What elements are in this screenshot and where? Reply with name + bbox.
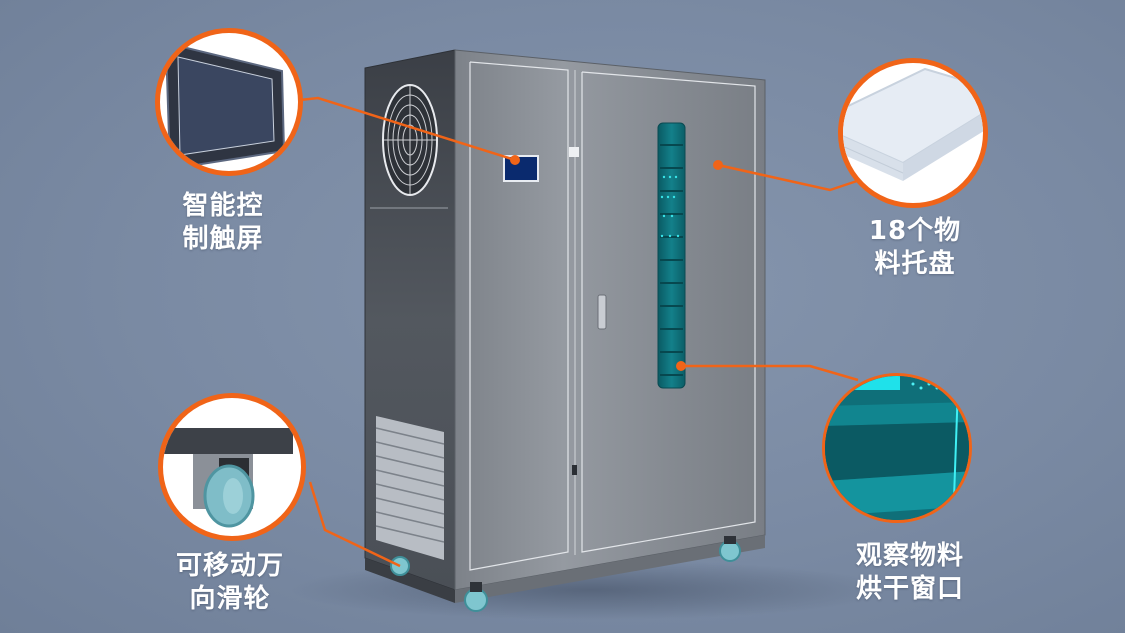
touch-screen-callout-circle [155,28,303,176]
label-line: 料托盘 [874,249,956,279]
touch-screen-icon [164,41,286,171]
label-line: 观察物料 [855,541,964,571]
casters-callout-circle [158,393,306,541]
window-label: 观察物料 烘干窗口 [840,540,980,606]
casters-label: 可移动万 向滑轮 [160,550,300,616]
tray-icon [843,67,983,181]
trays-callout-circle [838,58,988,208]
label-line: 可移动万 [175,551,284,581]
caster-wheel [390,536,741,612]
label-line: 18个物 [868,216,962,246]
label-line: 烘干窗口 [855,574,964,604]
touch-screen-label: 智能控 制触屏 [168,190,278,256]
label-line: 制触屏 [182,224,264,254]
window-detail-icon [825,376,969,520]
label-line: 智能控 [182,191,264,221]
caster-icon [163,428,293,528]
window-callout-circle [822,373,972,523]
label-line: 向滑轮 [189,584,271,614]
trays-label: 18个物 料托盘 [860,215,970,281]
